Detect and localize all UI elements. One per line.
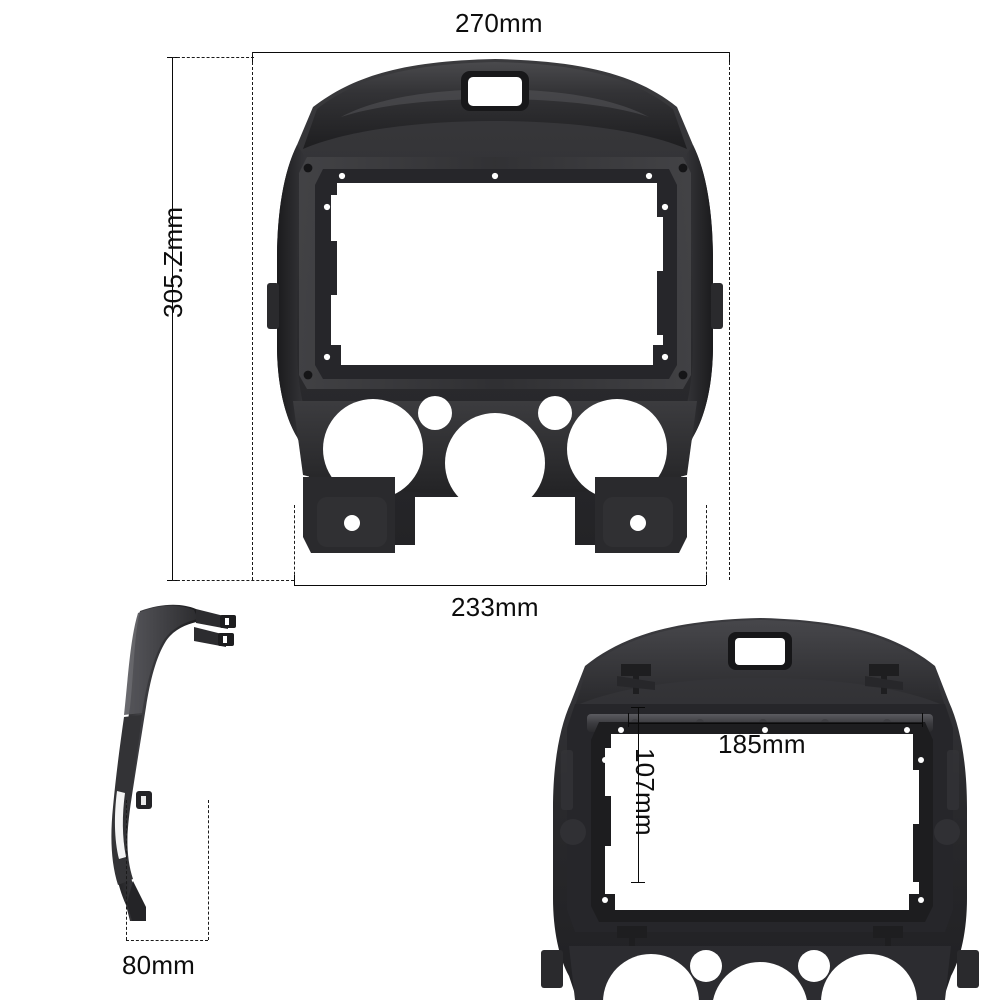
dimline-270mm: [252, 52, 730, 53]
extline-233-right: [706, 505, 707, 585]
extline-270-left: [252, 52, 253, 580]
upper-mounting-clips: [194, 609, 236, 647]
dimension-label-305mm: 305.Zmm: [158, 206, 188, 318]
dimline-305mm: [172, 57, 173, 580]
extline-80-bottom: [126, 940, 208, 941]
dimension-label-107mm: 107mm: [630, 748, 660, 836]
mid-retaining-clip: [136, 791, 152, 809]
side-nub-right: [711, 283, 723, 329]
climate-knob-holes: [603, 950, 917, 1000]
dimline-185mm: [628, 723, 922, 724]
extline-305-top: [172, 57, 254, 58]
side-ribs: [560, 750, 960, 845]
side-tab-left: [541, 950, 563, 988]
mounting-tabs: [303, 477, 687, 553]
extline-80-left: [126, 800, 127, 940]
screen-aperture: [591, 722, 933, 922]
dimline-233mm: [294, 585, 706, 586]
dimension-label-185mm: 185mm: [718, 729, 806, 759]
front-view-part: [245, 45, 745, 585]
dimension-label-270mm: 270mm: [455, 8, 543, 38]
dimension-label-80mm: 80mm: [122, 950, 196, 980]
push-clips-bottom: [617, 926, 903, 954]
climate-knob-holes: [323, 396, 667, 513]
extline-270-right: [729, 52, 730, 580]
push-clips-top: [617, 664, 903, 694]
right-climate-knob-hole: [567, 399, 667, 499]
extline-80-right: [208, 800, 209, 940]
side-profile-part: [100, 595, 280, 925]
small-hole-left: [418, 396, 452, 430]
extline-305-bottom: [172, 580, 294, 581]
hazard-button-cutout: [461, 71, 529, 111]
extline-233-left: [294, 505, 295, 585]
side-tab-right: [957, 950, 979, 988]
side-nub-left: [267, 283, 279, 329]
screen-opening: [315, 169, 677, 379]
hazard-button-cutout: [728, 632, 792, 670]
dimline-107mm: [638, 707, 639, 882]
center-climate-knob-hole: [445, 413, 545, 513]
screw-holes: [323, 172, 669, 361]
left-climate-knob-hole: [323, 399, 423, 499]
dimension-label-233mm: 233mm: [451, 592, 539, 622]
small-hole-right: [538, 396, 572, 430]
rear-view-part: [525, 610, 995, 1000]
